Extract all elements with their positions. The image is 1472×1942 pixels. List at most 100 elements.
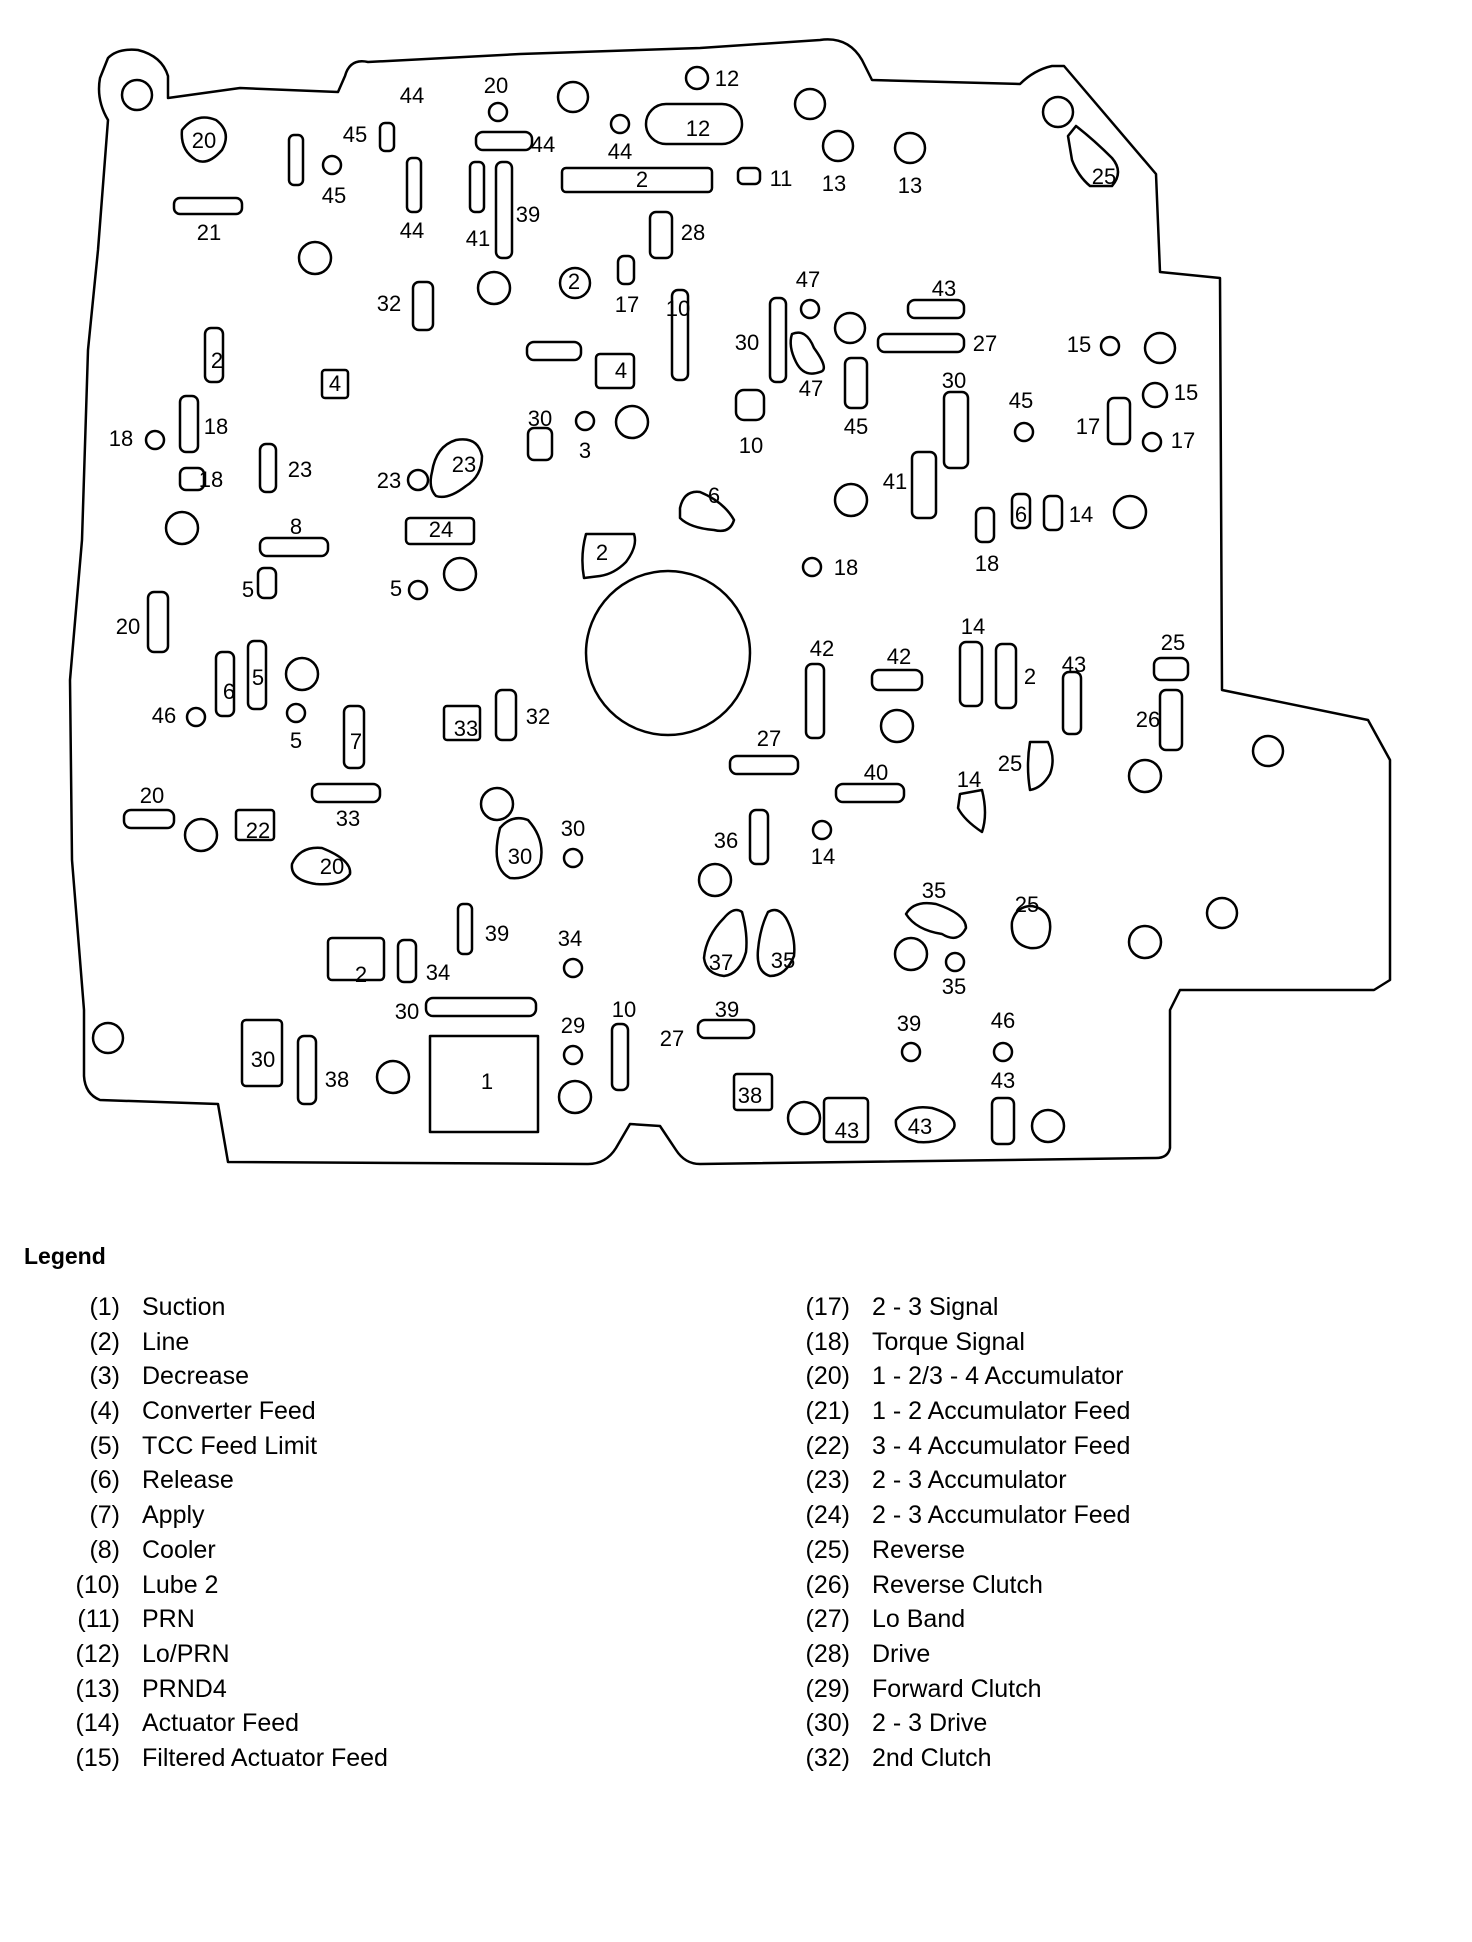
port-label: 14	[961, 614, 985, 639]
port-label: 34	[426, 960, 450, 985]
port-label: 22	[246, 818, 270, 843]
legend-item-name: 3 - 4 Accumulator Feed	[872, 1431, 1131, 1460]
legend-item-number: (23)	[805, 1466, 850, 1495]
port-label: 35	[771, 948, 795, 973]
port-label: 45	[1009, 388, 1033, 413]
legend-item-name: 2nd Clutch	[872, 1743, 992, 1772]
port-label: 20	[320, 854, 344, 879]
legend-item: (22)3 - 4 Accumulator Feed	[796, 1429, 1131, 1464]
port-label: 5	[290, 728, 302, 753]
legend-item: (11)PRN	[66, 1602, 388, 1637]
legend-item: (13)PRND4	[66, 1672, 388, 1707]
legend-item-number: (8)	[89, 1535, 120, 1564]
port-label: 30	[508, 844, 532, 869]
legend-item-name: Release	[142, 1466, 234, 1495]
legend-left-column: (1)Suction(2)Line(3)Decrease(4)Converter…	[66, 1290, 388, 1776]
port-label: 2	[211, 348, 223, 373]
port-label: 15	[1067, 332, 1091, 357]
legend-item-number: (29)	[805, 1674, 850, 1703]
port-label: 40	[864, 760, 888, 785]
legend-item-number: (25)	[805, 1535, 850, 1564]
port-label: 17	[615, 292, 639, 317]
port-label: 38	[738, 1083, 762, 1108]
port-label: 6	[1015, 502, 1027, 527]
legend-item-number: (2)	[89, 1327, 120, 1356]
port-label: 17	[1076, 414, 1100, 439]
port-label: 42	[887, 644, 911, 669]
port-label: 32	[377, 291, 401, 316]
port-label: 41	[466, 226, 490, 251]
port-label: 30	[528, 406, 552, 431]
port-label: 26	[1136, 707, 1160, 732]
legend-item-name: 2 - 3 Drive	[872, 1709, 988, 1738]
port-label: 35	[942, 974, 966, 999]
port-label: 27	[973, 331, 997, 356]
port-label: 17	[1171, 428, 1195, 453]
port-label: 5	[390, 576, 402, 601]
suction-port	[428, 1034, 540, 1134]
port-label: 18	[975, 551, 999, 576]
port-label: 10	[666, 296, 690, 321]
port-label: 43	[991, 1068, 1015, 1093]
legend-item-name: Apply	[142, 1501, 205, 1530]
port-label: 4	[615, 358, 627, 383]
port-label: 21	[197, 220, 221, 245]
port-label: 6	[223, 679, 235, 704]
port-label: 27	[757, 726, 781, 751]
port-label: 35	[922, 878, 946, 903]
port-label: 20	[140, 783, 164, 808]
legend-item-name: Forward Clutch	[872, 1674, 1042, 1703]
port-label: 15	[1174, 380, 1198, 405]
legend-item-name: Reverse	[872, 1535, 966, 1564]
port-label: 8	[290, 514, 302, 539]
legend-item-name: 2 - 3 Signal	[872, 1293, 999, 1321]
port-label: 33	[454, 716, 478, 741]
legend-item-name: Actuator Feed	[142, 1709, 300, 1738]
legend-item: (28)Drive	[796, 1637, 1130, 1672]
legend-item-name: PRND4	[142, 1674, 227, 1703]
legend-item-name: 2 - 3 Accumulator Feed	[872, 1501, 1131, 1530]
legend-item-name: Filtered Actuator Feed	[142, 1743, 388, 1772]
port-label: 20	[484, 73, 508, 98]
legend-item: (26)Reverse Clutch	[796, 1568, 1130, 1603]
port-label: 23	[377, 468, 401, 493]
port-label: 43	[1062, 652, 1086, 677]
port-label: 18	[204, 414, 228, 439]
port-label: 37	[709, 950, 733, 975]
mount-hole	[120, 78, 154, 112]
legend-item: (23)2 - 3 Accumulator	[796, 1463, 1130, 1498]
port-label: 36	[714, 828, 738, 853]
port-label: 47	[799, 376, 823, 401]
legend-item-number: (18)	[805, 1327, 850, 1356]
port-label: 24	[429, 517, 453, 542]
port-label: 33	[336, 806, 360, 831]
port-label: 38	[325, 1067, 349, 1092]
legend-item-number: (7)	[89, 1501, 120, 1530]
port-label: 30	[942, 368, 966, 393]
mount-hole	[91, 1021, 125, 1055]
port-label: 25	[1015, 892, 1039, 917]
legend-item-number: (26)	[805, 1570, 850, 1599]
port-label: 39	[485, 921, 509, 946]
legend-right-column: (17)2 - 3 Signal(18)Torque Signal(20)1 -…	[796, 1290, 1131, 1776]
port-label: 11	[770, 166, 793, 191]
port-label: 25	[1161, 630, 1185, 655]
port-label: 14	[1069, 502, 1093, 527]
port-label: 12	[686, 116, 710, 141]
legend-item-number: (14)	[75, 1709, 120, 1738]
port-label: 20	[192, 128, 216, 153]
legend-item-number: (17)	[805, 1293, 850, 1321]
port-label: 43	[835, 1118, 859, 1143]
legend-item: (4)Converter Feed	[66, 1394, 388, 1429]
port-label: 18	[834, 555, 858, 580]
legend-item: (15)Filtered Actuator Feed	[66, 1741, 388, 1776]
port-label: 39	[715, 997, 739, 1022]
mount-hole	[1041, 95, 1075, 129]
legend-item-name: Line	[142, 1327, 190, 1356]
port-label: 3	[579, 438, 591, 463]
port-label: 25	[998, 751, 1022, 776]
port-label: 30	[395, 999, 419, 1024]
port-label: 6	[708, 483, 720, 508]
port-label: 13	[898, 173, 922, 198]
